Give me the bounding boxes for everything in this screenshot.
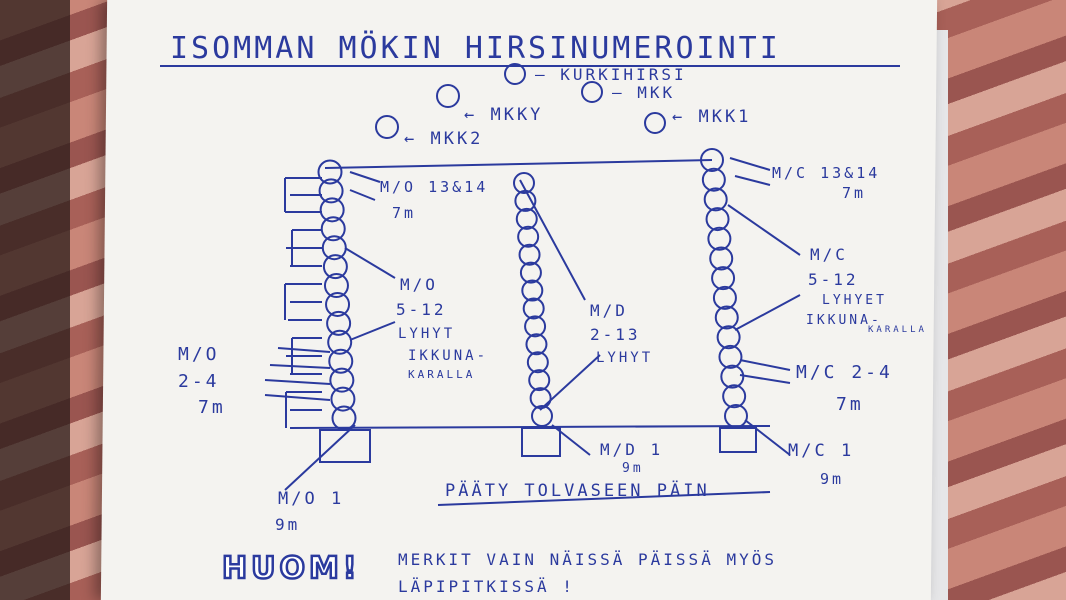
legend-mkk2: ← MKK2	[404, 129, 483, 149]
legend-mkk: — MKK	[612, 83, 675, 102]
log-circle	[714, 305, 739, 330]
foundation-right	[719, 427, 757, 453]
label-mc-2-4-len: 7m	[836, 394, 864, 415]
label-md-2-13-range: 2-13	[590, 325, 641, 344]
log-circle	[724, 404, 748, 428]
legend-circle-kurkihirsi	[504, 63, 526, 85]
legend-kurkihirsi: — KURKIHIRSI	[535, 65, 687, 84]
log-circle	[517, 225, 540, 248]
log-circle	[320, 216, 346, 242]
log-circle	[330, 386, 356, 412]
right-log-column	[700, 148, 748, 428]
foundation-left	[319, 429, 371, 463]
label-md-1: M/D 1	[600, 440, 663, 459]
log-circle	[522, 297, 545, 320]
log-circle	[513, 172, 535, 194]
label-mc-2-4: M/C 2-4	[796, 362, 893, 383]
label-mo-2-4-range: 2-4	[178, 371, 220, 392]
direction-label: PÄÄTY TOLVASEEN PÄIN	[445, 480, 710, 501]
log-circle	[322, 254, 348, 280]
label-mo-5-12-range: 5-12	[396, 300, 447, 319]
shadow-left	[0, 0, 70, 600]
label-mo-13-14-len: 7m	[392, 204, 416, 222]
log-circle	[529, 387, 552, 410]
label-mc-5-12: M/C	[810, 245, 848, 264]
label-md-1-len: 9m	[622, 461, 644, 476]
note-line-1: MERKIT VAIN NÄISSÄ PÄISSÄ MYÖS	[398, 550, 777, 569]
label-mc-5-12-l3: KARALLA	[868, 325, 927, 335]
log-circle	[703, 187, 728, 212]
log-circle	[325, 291, 351, 317]
label-mc-13-14-len: 7m	[842, 184, 866, 202]
log-circle	[712, 285, 737, 310]
label-mo-2-4-len: 7m	[198, 397, 226, 418]
label-mc-5-12-l1: LYHYET	[822, 293, 887, 308]
log-circle	[318, 178, 344, 204]
log-circle	[700, 148, 724, 172]
label-mo-5-12-l1: LYHYT	[398, 326, 455, 342]
huom-label: HUOM!	[222, 551, 361, 586]
legend-mkk1: ← MKK1	[672, 107, 751, 127]
label-mo-13-14: M/O 13&14	[380, 178, 488, 196]
title-text: ISOMMAN MÖKIN HIRSINUMEROINTI	[170, 30, 781, 66]
log-circle	[525, 333, 548, 356]
log-circle	[716, 325, 741, 350]
log-circle	[711, 266, 736, 291]
log-circle	[319, 197, 345, 223]
log-circle	[326, 310, 352, 336]
log-circle	[718, 344, 743, 369]
log-circle	[317, 159, 343, 185]
label-mo-1-len: 9m	[275, 515, 300, 534]
legend-mkky: ← MKKY	[464, 105, 543, 125]
label-md-2-13-l1: LYHYT	[596, 350, 653, 366]
top-line	[324, 159, 713, 169]
log-circle	[328, 348, 354, 374]
log-circle	[519, 261, 542, 284]
log-circle	[705, 207, 730, 232]
note-line-2: LÄPIPITKISSÄ !	[398, 577, 575, 596]
log-circle	[521, 279, 544, 302]
label-mc-5-12-range: 5-12	[808, 270, 859, 289]
label-mo-5-12: M/O	[400, 275, 438, 294]
log-circle	[526, 351, 549, 374]
label-mc-1-len: 9m	[820, 470, 844, 488]
legend-circle-mkk2	[375, 115, 399, 139]
label-mc-5-12-l2: IKKUNA-	[806, 313, 882, 328]
legend-circle-mkk1	[644, 112, 666, 134]
left-wall-bricks	[284, 177, 322, 428]
label-mo-5-12-l2: IKKUNA-	[408, 348, 488, 364]
log-circle	[515, 207, 538, 230]
log-circle	[720, 364, 745, 389]
label-mc-1: M/C 1	[788, 441, 854, 461]
label-mc-13-14: M/C 13&14	[772, 164, 880, 182]
left-log-column	[317, 159, 357, 431]
log-circle	[528, 369, 551, 392]
direction-underline	[437, 491, 771, 506]
log-circle	[701, 167, 726, 192]
log-circle	[524, 315, 547, 338]
middle-log-column	[513, 172, 553, 427]
legend-circle-mkky	[436, 84, 460, 108]
log-circle	[518, 243, 541, 266]
foundation-middle	[521, 427, 561, 457]
legend-circle-mkk	[581, 81, 603, 103]
log-circle	[327, 329, 353, 355]
log-circle	[709, 246, 734, 271]
log-circle	[531, 405, 553, 427]
log-circle	[722, 384, 747, 409]
label-mo-1: M/O 1	[278, 489, 344, 509]
label-mo-2-4: M/O	[178, 344, 220, 365]
log-circle	[323, 273, 349, 299]
label-mo-5-12-l3: KARALLA	[408, 368, 475, 381]
label-md-2-13: M/D	[590, 301, 628, 320]
log-circle	[329, 367, 355, 393]
log-circle	[707, 226, 732, 251]
